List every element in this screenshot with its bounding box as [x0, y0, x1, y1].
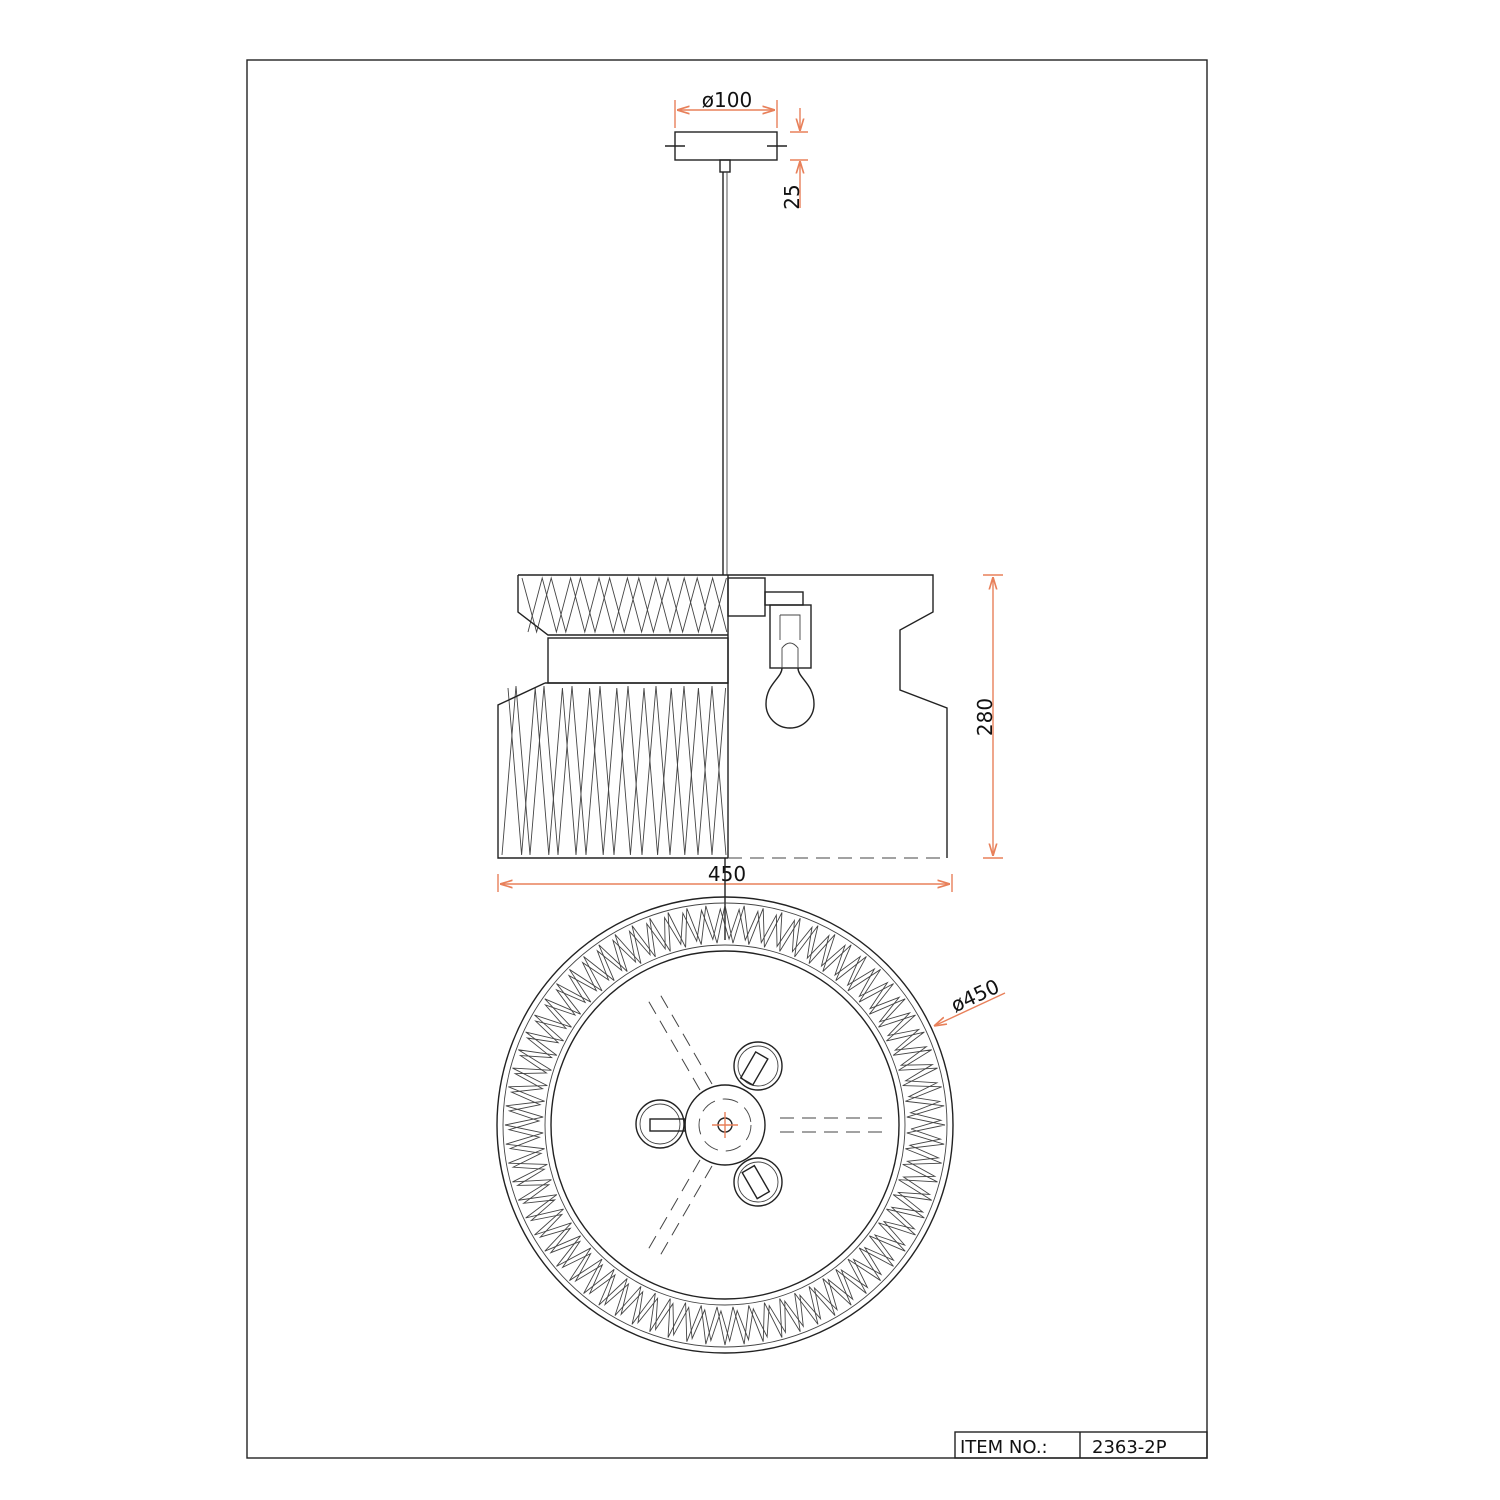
- dimension-canopy-diameter: ø100: [674, 88, 778, 128]
- wicker-pattern-top: [504, 904, 946, 1346]
- item-label: ITEM NO.:: [960, 1437, 1048, 1458]
- svg-text:450: 450: [708, 862, 746, 886]
- socket-top: [635, 1099, 686, 1149]
- title-block: ITEM NO.: 2363-2P: [954, 1431, 1208, 1459]
- item-number: 2363-2P: [1092, 1437, 1167, 1458]
- wicker-strand: [527, 576, 728, 634]
- svg-text:25: 25: [780, 184, 804, 209]
- bulb: [765, 667, 815, 729]
- wicker-strand: [504, 904, 946, 1346]
- dimension-canopy-height: 25: [780, 108, 808, 210]
- shade-profile: [728, 574, 948, 858]
- svg-text:280: 280: [973, 698, 997, 736]
- wicker-strand: [507, 687, 727, 856]
- svg-text:ø450: ø450: [947, 974, 1003, 1017]
- top-view: [496, 896, 954, 1354]
- side-view: [497, 574, 948, 859]
- wicker-strand: [521, 576, 727, 634]
- drawing-frame: [246, 59, 1208, 1459]
- socket: [769, 604, 812, 669]
- svg-text:ø100: ø100: [702, 88, 752, 112]
- wicker-strand: [507, 907, 943, 1343]
- canopy: [665, 131, 787, 575]
- dimension-diameter: ø450: [934, 974, 1006, 1026]
- socket-top: [733, 1041, 783, 1091]
- wicker-pattern-side: [501, 576, 728, 856]
- dimension-height: 280: [973, 574, 1003, 859]
- wicker-strand: [501, 685, 727, 856]
- socket-top: [733, 1157, 783, 1207]
